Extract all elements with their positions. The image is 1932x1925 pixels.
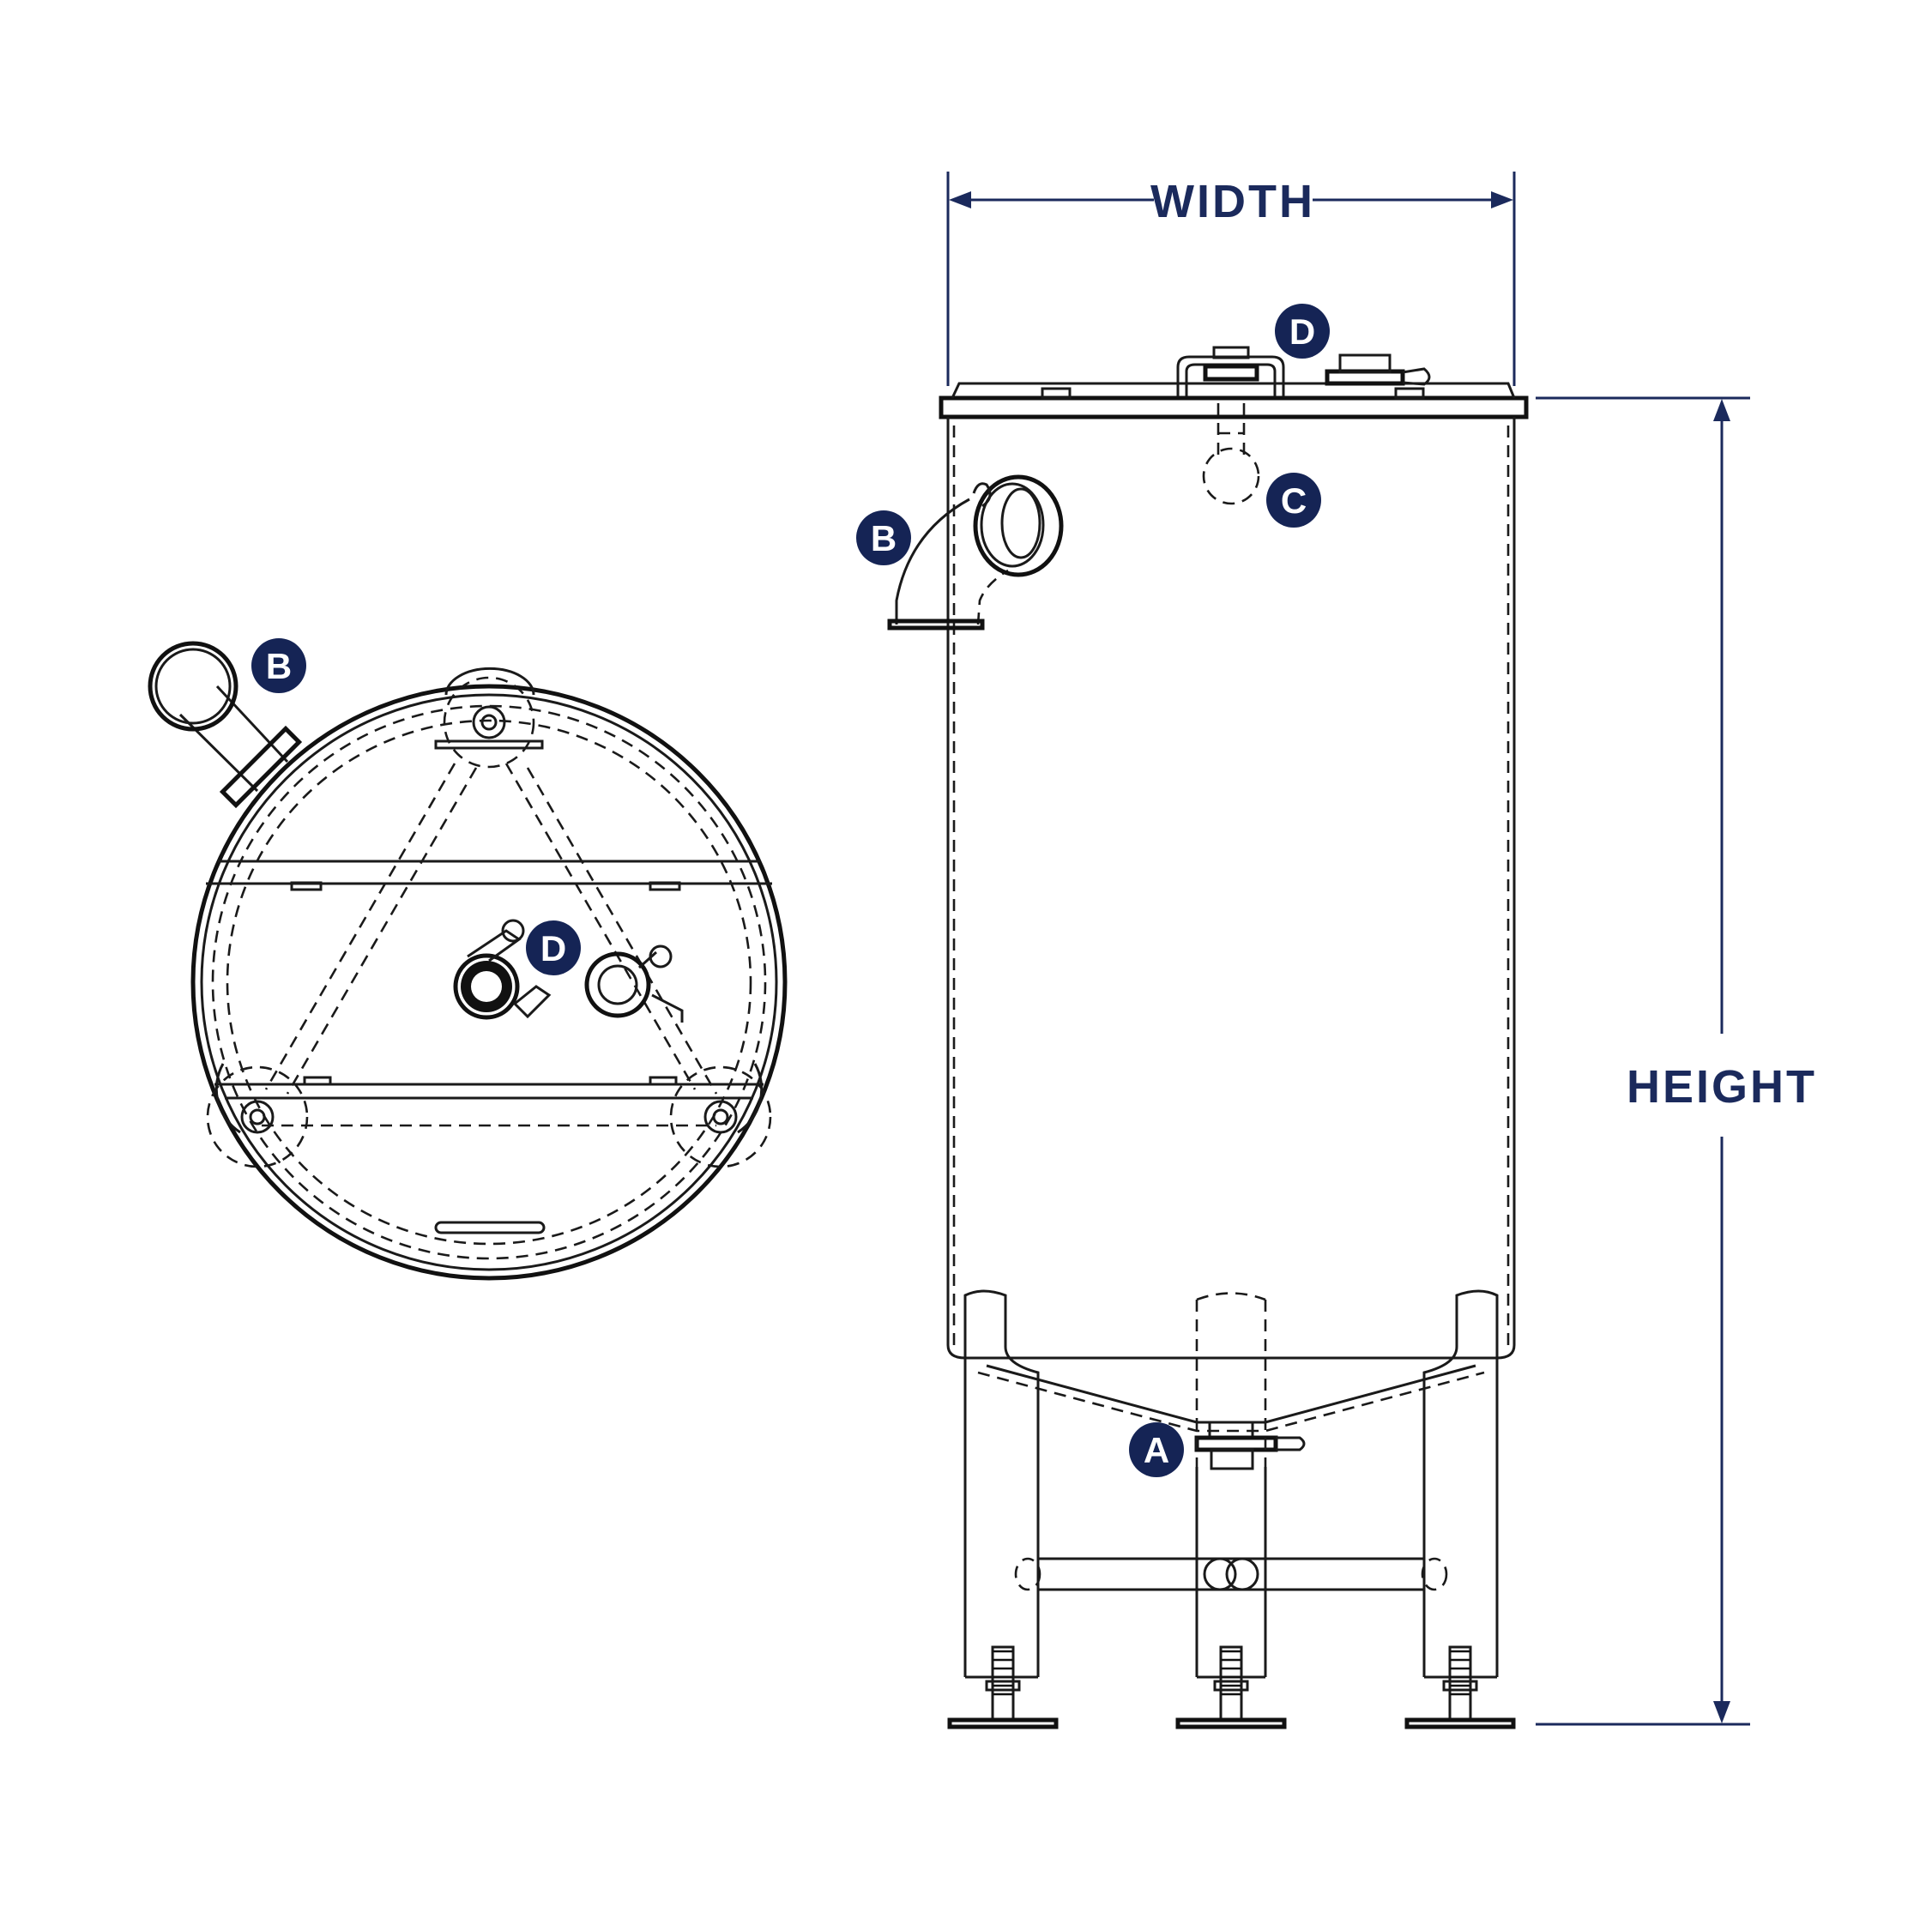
callout-letter: D	[1289, 311, 1315, 352]
port-d-right-top-view	[584, 944, 684, 1023]
side-view: C B D A	[856, 304, 1529, 1729]
height-label: HEIGHT	[1627, 1061, 1817, 1113]
tank-body	[946, 417, 1516, 1433]
port-d-left-top-view	[453, 919, 552, 1020]
tank-rim-outer	[190, 684, 788, 1281]
tank-lid	[939, 346, 1529, 419]
callout-letter: C	[1281, 480, 1307, 521]
port-b-top-view	[148, 641, 303, 809]
callout-letter: B	[871, 518, 897, 558]
leg-center	[1175, 1292, 1287, 1729]
callout-letter: A	[1144, 1430, 1169, 1470]
leg-pad-top	[434, 667, 544, 769]
height-dimension: HEIGHT	[1536, 396, 1817, 1726]
port-c: C	[1202, 403, 1321, 528]
leg-right	[1404, 1289, 1516, 1729]
callout-letter: D	[540, 928, 566, 969]
cross-brace	[1014, 1557, 1448, 1591]
width-dimension: WIDTH	[946, 172, 1516, 386]
leg-pad-left	[206, 1063, 309, 1168]
callout-letter: B	[266, 646, 292, 686]
callout-d-top-view: D	[526, 920, 581, 975]
leg-pad-right	[669, 1063, 772, 1168]
callout-d-side-view: D	[1275, 304, 1330, 359]
leg-left	[947, 1289, 1059, 1729]
width-label: WIDTH	[1150, 176, 1315, 227]
callout-b-top-view: B	[251, 638, 306, 693]
top-view: B D	[148, 638, 788, 1281]
port-b-side-view: B	[856, 474, 1064, 631]
